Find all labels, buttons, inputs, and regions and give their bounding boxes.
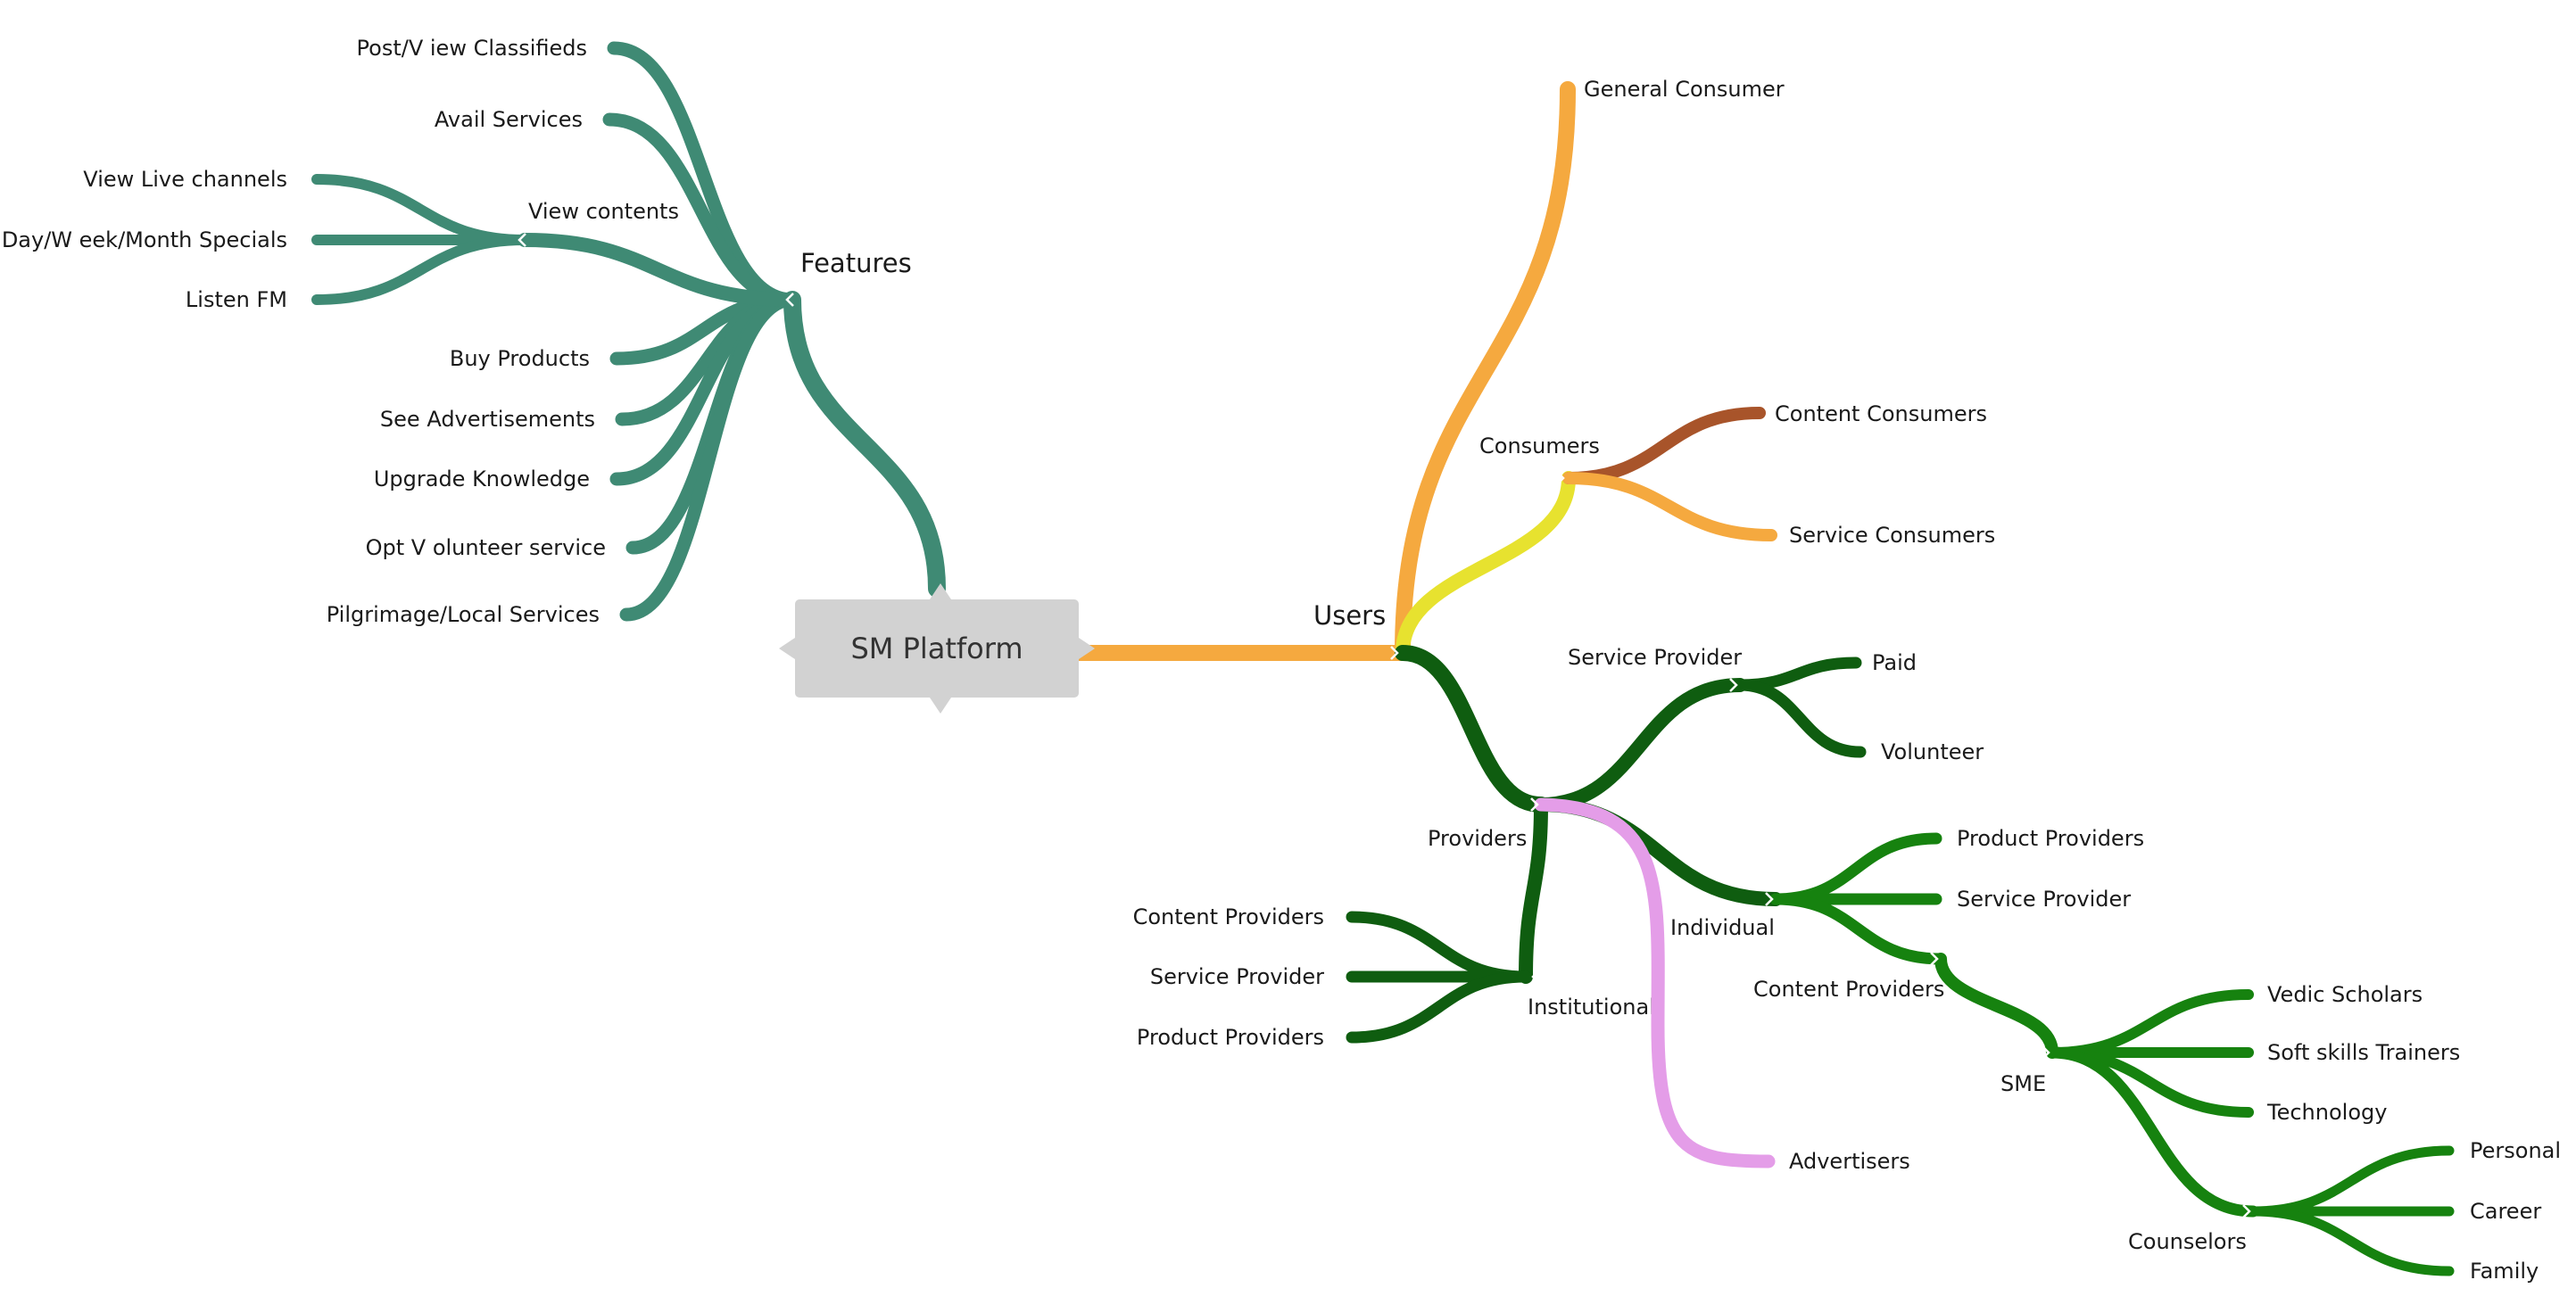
providers-hub-chevron[interactable] bbox=[1530, 797, 1539, 812]
branch-advertisers bbox=[1534, 797, 1776, 1168]
branch-vc-listen-fm bbox=[311, 235, 530, 305]
branch-counselor-personal bbox=[2248, 1145, 2455, 1217]
root-expand-right[interactable] bbox=[1079, 638, 1095, 659]
sme-hub-chevron[interactable] bbox=[2042, 1045, 2050, 1060]
branch-institutional bbox=[1519, 797, 1548, 984]
features-hub-chevron[interactable] bbox=[785, 293, 794, 307]
feature-post-view-classifieds[interactable]: Post/V iew Classifieds bbox=[357, 36, 587, 61]
view-contents-label[interactable]: View contents bbox=[528, 199, 679, 224]
branch-ind-content-providers bbox=[1769, 893, 1947, 965]
branch-service-provider bbox=[1534, 678, 1747, 812]
ind-product-providers-label[interactable]: Product Providers bbox=[1957, 826, 2144, 851]
providers-label[interactable]: Providers bbox=[1428, 826, 1527, 851]
branch-inst-content-providers bbox=[1346, 911, 1532, 983]
consumers-label[interactable]: Consumers bbox=[1479, 434, 1600, 458]
branch-consumers bbox=[1396, 471, 1576, 660]
service-provider-label[interactable]: Service Provider bbox=[1568, 645, 1742, 670]
counselor-family-label[interactable]: Family bbox=[2470, 1259, 2539, 1284]
institutional-hub-chevron[interactable] bbox=[1531, 970, 1540, 984]
sme-label[interactable]: SME bbox=[2000, 1071, 2046, 1096]
branch-providers bbox=[1395, 645, 1549, 813]
feature-opt-volunteer-service[interactable]: Opt V olunteer service bbox=[366, 535, 606, 560]
branch-counselor-family bbox=[2248, 1206, 2455, 1276]
features-label[interactable]: Features bbox=[800, 248, 912, 278]
counselors-hub-chevron[interactable] bbox=[2242, 1204, 2251, 1218]
branch-features-trunk bbox=[783, 291, 946, 598]
feature-see-advertisements[interactable]: See Advertisements bbox=[380, 407, 595, 432]
sme-soft-skills-trainers-label[interactable]: Soft skills Trainers bbox=[2267, 1040, 2460, 1065]
service-consumers-label[interactable]: Service Consumers bbox=[1789, 523, 1995, 548]
root-node[interactable]: SM Platform bbox=[795, 599, 1079, 698]
individual-hub-chevron[interactable] bbox=[1765, 892, 1774, 906]
branch-sme-vedic-scholars bbox=[2047, 989, 2254, 1058]
sme-technology-label[interactable]: Technology bbox=[2266, 1100, 2387, 1125]
branch-sme bbox=[1934, 953, 2058, 1059]
general-consumer-label[interactable]: General Consumer bbox=[1584, 77, 1785, 102]
branch-volunteer bbox=[1734, 679, 1867, 758]
counselor-career-label[interactable]: Career bbox=[2470, 1199, 2541, 1224]
root-expand-top[interactable] bbox=[930, 583, 951, 599]
branch-vc-view-live-channels bbox=[311, 174, 530, 245]
branch-general-consumer bbox=[1395, 81, 1576, 661]
branch-view-contents bbox=[518, 233, 799, 307]
users-label[interactable]: Users bbox=[1313, 600, 1386, 631]
counselors-label[interactable]: Counselors bbox=[2128, 1229, 2247, 1254]
inst-product-providers-label[interactable]: Product Providers bbox=[1137, 1025, 1324, 1050]
feature-buy-products[interactable]: Buy Products bbox=[450, 346, 590, 371]
branch-inst-product-providers bbox=[1346, 970, 1532, 1044]
branch-counselors bbox=[2046, 1046, 2259, 1218]
branch-product-providers bbox=[1769, 832, 1942, 905]
sme-vedic-scholars-label[interactable]: Vedic Scholars bbox=[2267, 982, 2423, 1007]
view-contents-hub-chevron[interactable] bbox=[518, 233, 526, 247]
branch-service-consumers bbox=[1562, 472, 1777, 541]
volunteer-label[interactable]: Volunteer bbox=[1881, 739, 1984, 764]
institutional-label[interactable]: Institutional bbox=[1528, 995, 1655, 1020]
inst-content-providers-label[interactable]: Content Providers bbox=[1133, 904, 1324, 929]
consumers-hub-chevron[interactable] bbox=[1556, 471, 1565, 485]
feature-avail-services[interactable]: Avail Services bbox=[435, 107, 583, 132]
individual-label[interactable]: Individual bbox=[1670, 915, 1775, 940]
ind-service-provider-label[interactable]: Service Provider bbox=[1957, 887, 2131, 912]
counselor-personal-label[interactable]: Personal bbox=[2470, 1138, 2561, 1163]
root-expand-left[interactable] bbox=[779, 638, 795, 659]
paid-label[interactable]: Paid bbox=[1872, 650, 1917, 675]
vc-day-week-month-specials[interactable]: Day/W eek/Month Specials bbox=[2, 227, 287, 252]
branch-feature-pilgrimage-local-services bbox=[619, 293, 799, 622]
vc-listen-fm[interactable]: Listen FM bbox=[186, 287, 287, 312]
inst-service-provider-label[interactable]: Service Provider bbox=[1150, 964, 1324, 989]
service-provider-hub-chevron[interactable] bbox=[1729, 678, 1738, 692]
root-expand-bottom[interactable] bbox=[930, 698, 951, 714]
feature-upgrade-knowledge[interactable]: Upgrade Knowledge bbox=[374, 467, 590, 491]
feature-pilgrimage-local-services[interactable]: Pilgrimage/Local Services bbox=[327, 602, 600, 627]
content-providers-hub-chevron[interactable] bbox=[1930, 952, 1939, 966]
advertisers-label[interactable]: Advertisers bbox=[1789, 1149, 1910, 1174]
vc-view-live-channels[interactable]: View Live channels bbox=[83, 167, 287, 192]
content-consumers-label[interactable]: Content Consumers bbox=[1775, 401, 1987, 426]
users-hub-chevron[interactable] bbox=[1390, 646, 1399, 660]
branch-feature-avail-services bbox=[602, 112, 799, 307]
ind-content-providers-label[interactable]: Content Providers bbox=[1753, 977, 1944, 1002]
